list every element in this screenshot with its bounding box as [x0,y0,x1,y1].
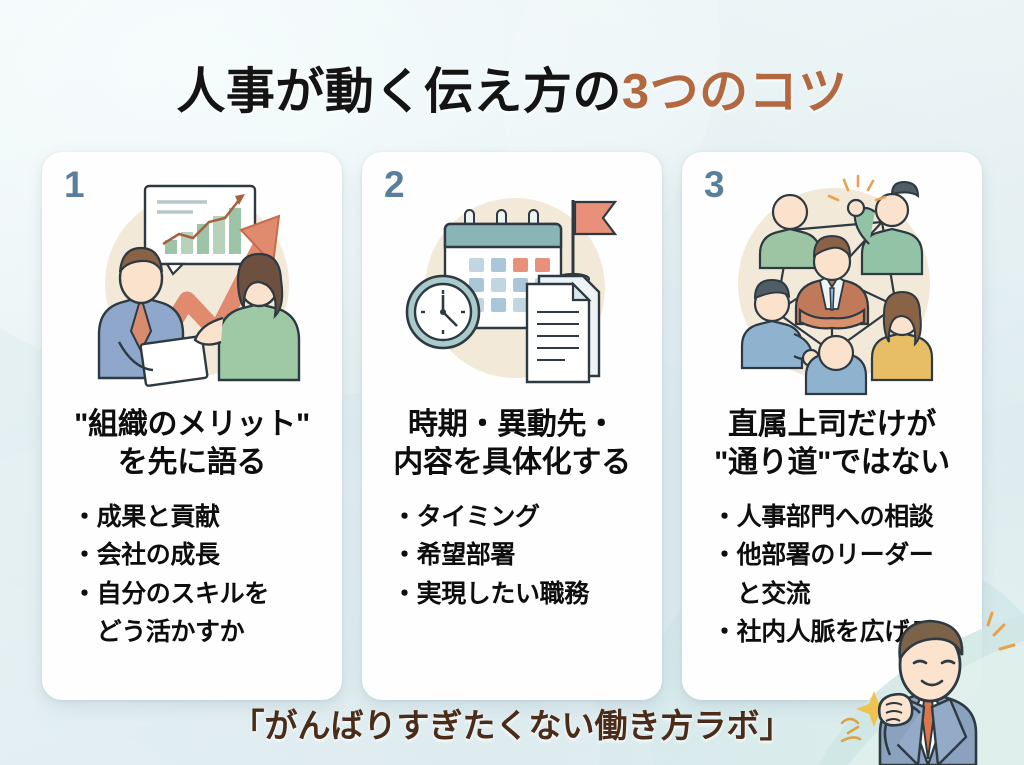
card-3[interactable]: 3 [682,152,982,700]
card-3-number: 3 [704,164,725,205]
list-item: ・タイミング [392,502,540,531]
card-1-bullets: ・成果と貢献 ・会社の成長 ・自分のスキルを どう活かすか [56,500,328,654]
card-1-heading-line-1: "組織のメリット" [74,408,310,441]
list-item: ・実現したい職務 [392,579,589,608]
list-item: ・会社の成長 [72,541,220,570]
cards-container: 1 [42,152,982,700]
card-2-bullets: ・タイミング ・希望部署 ・実現したい職務 [376,500,648,616]
list-item: と交流 [712,579,811,608]
card-2-number: 2 [384,164,405,205]
card-3-heading-line-1: 直属上司だけが [728,408,936,441]
page-title-accent: 3つのコツ [621,65,848,119]
card-2-illustration [376,172,648,400]
card-2-heading-line-2: 内容を具体化する [393,445,631,479]
footer-brand-label: 「がんばりすぎたくない働き方ラボ」 [231,707,793,744]
list-item: ・人事部門への相談 [712,502,934,531]
card-1-number: 1 [64,164,85,205]
card-3-heading-line-2: "通り道"ではない [714,445,950,479]
card-2[interactable]: 2 [362,152,662,700]
list-item: ・自分のスキルを [72,579,269,608]
mascot-businessman-illustration [818,611,1024,765]
list-item: どう活かすか [72,618,245,647]
card-1[interactable]: 1 [42,152,342,700]
list-item: ・成果と貢献 [72,502,220,531]
page-title-main: 人事が動く伝え方の [176,65,622,119]
list-item: ・希望部署 [392,541,516,570]
card-1-heading: "組織のメリット" を先に語る [56,406,328,482]
card-3-bullets: ・人事部門への相談 ・他部署のリーダー と交流 ・社内人脈を広げる [696,500,968,654]
card-3-heading: 直属上司だけが "通り道"ではない [696,406,968,482]
page-title: 人事が動く伝え方の3つのコツ [0,52,1024,123]
list-item: ・社内人脈を広げる [712,618,934,647]
list-item: ・他部署のリーダー [712,541,934,570]
card-3-illustration [696,172,968,400]
card-2-heading: 時期・異動先・ 内容を具体化する [376,406,648,482]
card-2-heading-line-1: 時期・異動先・ [408,408,616,441]
card-1-illustration [56,172,328,400]
card-1-heading-line-2: を先に語る [117,445,267,479]
